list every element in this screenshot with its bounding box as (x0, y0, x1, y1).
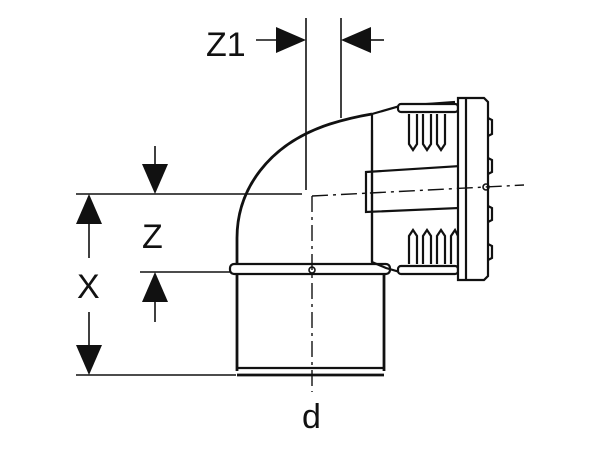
flange-bump-4 (487, 243, 494, 261)
vertical-spigot (228, 262, 392, 377)
elbow-body (235, 104, 402, 264)
center-mark-bottom (308, 266, 316, 274)
z1-dimension: Z1 (206, 18, 384, 190)
rib-lower-1 (407, 228, 419, 264)
z-arrow-up (142, 272, 168, 302)
z-x-dimensions: Z X (76, 146, 302, 376)
x-arrow-down (76, 345, 102, 375)
socket-band-bottom (396, 264, 460, 276)
center-mark-right (482, 183, 490, 191)
flange-bump-2 (487, 157, 494, 175)
rib-upper-2 (421, 114, 433, 152)
center-lines (308, 183, 525, 392)
z1-arrow-left (276, 27, 306, 53)
z1-arrow-right (341, 27, 371, 53)
rib-upper-1 (407, 114, 419, 152)
elbow-shoulder (371, 104, 402, 116)
flange-bump-3 (487, 205, 494, 223)
horizontal-socket (364, 96, 494, 282)
z-arrow-down (142, 164, 168, 194)
socket-band-top (396, 102, 460, 114)
horizontal-center-line (311, 184, 525, 197)
x-label: X (77, 268, 100, 306)
elbow-outer-curve (235, 112, 373, 264)
x-arrow-up (76, 194, 102, 224)
z1-label: Z1 (206, 26, 246, 64)
rib-lower-3 (435, 228, 447, 264)
z-label: Z (142, 218, 163, 256)
flange-bump-1 (487, 117, 494, 137)
rib-lower-2 (421, 228, 433, 264)
socket-barrel-lower (370, 114, 455, 274)
rib-upper-3 (435, 114, 447, 152)
socket-middle-band (364, 164, 462, 214)
d-label: d (302, 398, 321, 436)
